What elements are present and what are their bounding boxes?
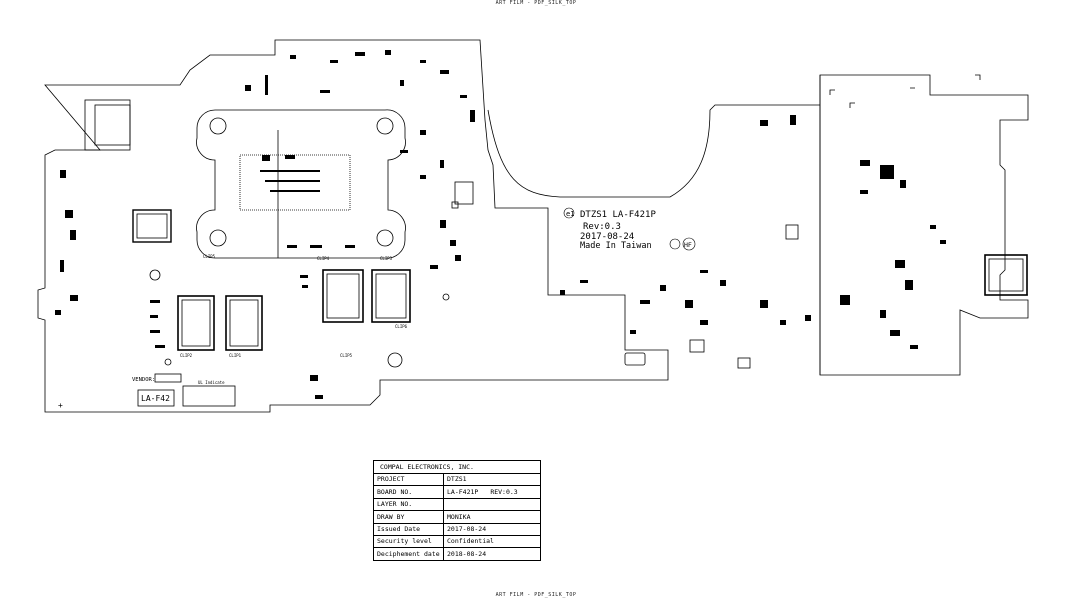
title-block-row: BOARD NO. LA-F421P REV:0.3 xyxy=(374,486,540,499)
silk-clip-5b: CLIP5 xyxy=(203,254,216,259)
tb-key: DRAW BY xyxy=(374,511,444,523)
tb-value: LA-F421P xyxy=(447,487,479,496)
silk-clip-6: CLIP6 xyxy=(395,324,408,329)
silk-clip-4: CLIP4 xyxy=(317,256,330,261)
silk-hf-mark: HF xyxy=(684,241,692,249)
tb-value: Confidential xyxy=(447,537,494,546)
cpu-plate xyxy=(196,109,406,259)
silk-clip-3: CLIP3 xyxy=(380,256,393,261)
title-block-row: Deciphement date 2018-08-24 xyxy=(374,548,540,560)
film-label-bottom: ART FILM - PDF_SILK_TOP xyxy=(495,592,577,598)
film-label-top: ART FILM - PDF_SILK_TOP xyxy=(495,0,577,6)
silk-line-4: Made In Taiwan xyxy=(580,241,652,251)
board-outline-main xyxy=(37,39,669,413)
silk-line-2: Rev:0.3 xyxy=(583,222,621,232)
tb-key: LAYER NO. xyxy=(374,498,444,511)
title-block-row: LAYER NO. xyxy=(374,498,540,512)
board-curve xyxy=(487,104,820,198)
silk-clip-5: CLIP5 xyxy=(340,353,353,358)
silk-clip-1: CLIP1 xyxy=(229,353,242,358)
title-block-row: PROJECT DTZS1 xyxy=(374,474,540,487)
silk-ul-label: UL Indicate xyxy=(198,380,225,385)
title-block-row: Security level Confidential xyxy=(374,535,540,549)
tb-key: Security level xyxy=(374,535,444,548)
silk-line-3: 2017-08-24 xyxy=(580,232,634,242)
tb-value: 2017-08-24 xyxy=(447,525,487,533)
tb-key: Deciphement date xyxy=(374,548,444,560)
tb-key: PROJECT xyxy=(374,474,444,486)
title-block-company: COMPAL ELECTRONICS, INC. xyxy=(374,461,540,474)
silk-line-1: DTZS1 LA-F421P xyxy=(580,210,656,220)
tb-extra: REV:0.3 xyxy=(490,487,518,496)
tb-key: Issued Date xyxy=(374,523,444,535)
component-markings xyxy=(55,50,946,399)
silk-board-label: LA-F42 xyxy=(141,394,170,403)
silk-clip-2: CLIP2 xyxy=(180,353,193,358)
silk-vendor: VENDOR: xyxy=(132,377,155,383)
tb-value: MONIKA xyxy=(447,512,471,521)
tb-value: 2018-08-24 xyxy=(447,549,487,558)
plus-mark: + xyxy=(58,401,63,410)
tb-key: BOARD NO. xyxy=(374,486,444,498)
board-outline-right xyxy=(819,74,1029,376)
tb-value: DTZS1 xyxy=(447,475,467,484)
title-block-row: DRAW BY MONIKA xyxy=(374,511,540,524)
silk-e1-mark: e1 xyxy=(566,210,574,218)
title-block: COMPAL ELECTRONICS, INC. PROJECT DTZS1 B… xyxy=(373,460,541,561)
title-block-row: Issued Date 2017-08-24 xyxy=(374,523,540,536)
